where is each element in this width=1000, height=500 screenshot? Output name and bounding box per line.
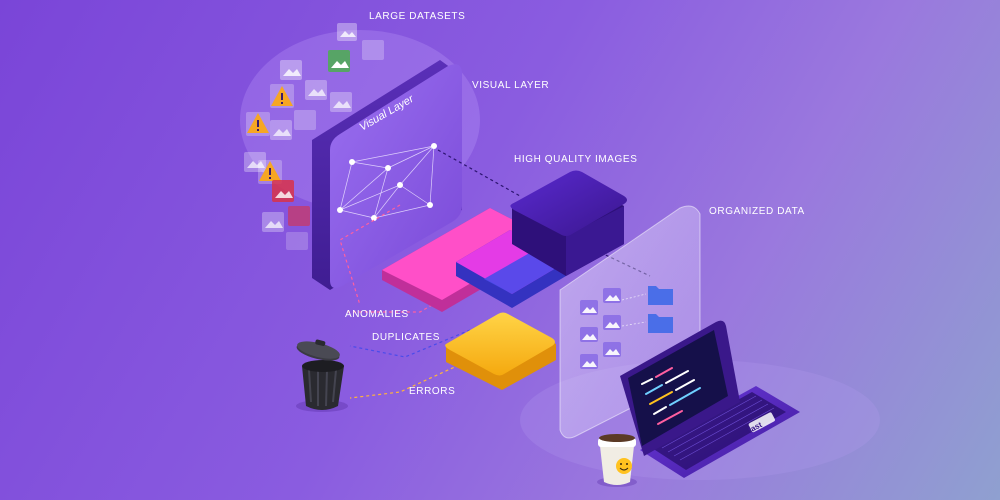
coffee-cup-icon — [597, 434, 637, 487]
image-thumbnail-icon — [603, 342, 621, 357]
image-error-icon — [272, 180, 294, 202]
label-high-quality-images: HIGH QUALITY IMAGES — [514, 154, 638, 165]
warning-icon — [246, 112, 270, 136]
dataset-thumbnails — [244, 23, 384, 250]
image-thumbnail-icon — [580, 327, 598, 342]
code-lines — [641, 367, 701, 425]
folder-icon — [648, 286, 673, 305]
image-thumbnail-icon — [580, 300, 598, 315]
label-organized-data: ORGANIZED DATA — [709, 206, 805, 217]
image-thumbnail-icon — [305, 80, 327, 100]
trash-can-icon — [296, 339, 348, 412]
image-ok-icon — [328, 50, 350, 72]
image-thumbnail-icon — [262, 212, 284, 232]
image-thumbnail-icon — [280, 60, 302, 80]
visual-layer-panel: Visual Layer — [312, 60, 462, 290]
image-thumbnail-icon — [294, 110, 316, 130]
label-duplicates: DUPLICATES — [372, 332, 441, 343]
label-anomalies: ANOMALIES — [345, 309, 409, 320]
warning-icon — [258, 160, 282, 184]
warning-icon — [270, 84, 294, 108]
label-large-datasets: LARGE DATASETS — [369, 11, 466, 22]
label-errors: ERRORS — [409, 386, 456, 397]
image-thumbnail-icon — [603, 315, 621, 330]
image-thumbnail-icon — [270, 120, 292, 140]
image-thumbnail-icon — [580, 354, 598, 369]
image-error-icon — [288, 206, 310, 226]
image-thumbnail-icon — [362, 40, 384, 60]
errors-tile — [445, 312, 556, 390]
network-graph-icon — [339, 145, 435, 219]
image-thumbnail-icon — [286, 232, 308, 250]
label-visual-layer: VISUAL LAYER — [472, 80, 550, 91]
high-quality-cube — [510, 170, 627, 276]
image-thumbnail-icon — [330, 92, 352, 112]
smiley-icon — [616, 458, 632, 474]
image-thumbnail-icon — [244, 152, 266, 172]
image-thumbnail-icon — [603, 288, 621, 303]
folder-icon — [648, 314, 673, 333]
laptop-icon: fast — [620, 320, 800, 478]
image-thumbnail-icon — [337, 23, 357, 41]
